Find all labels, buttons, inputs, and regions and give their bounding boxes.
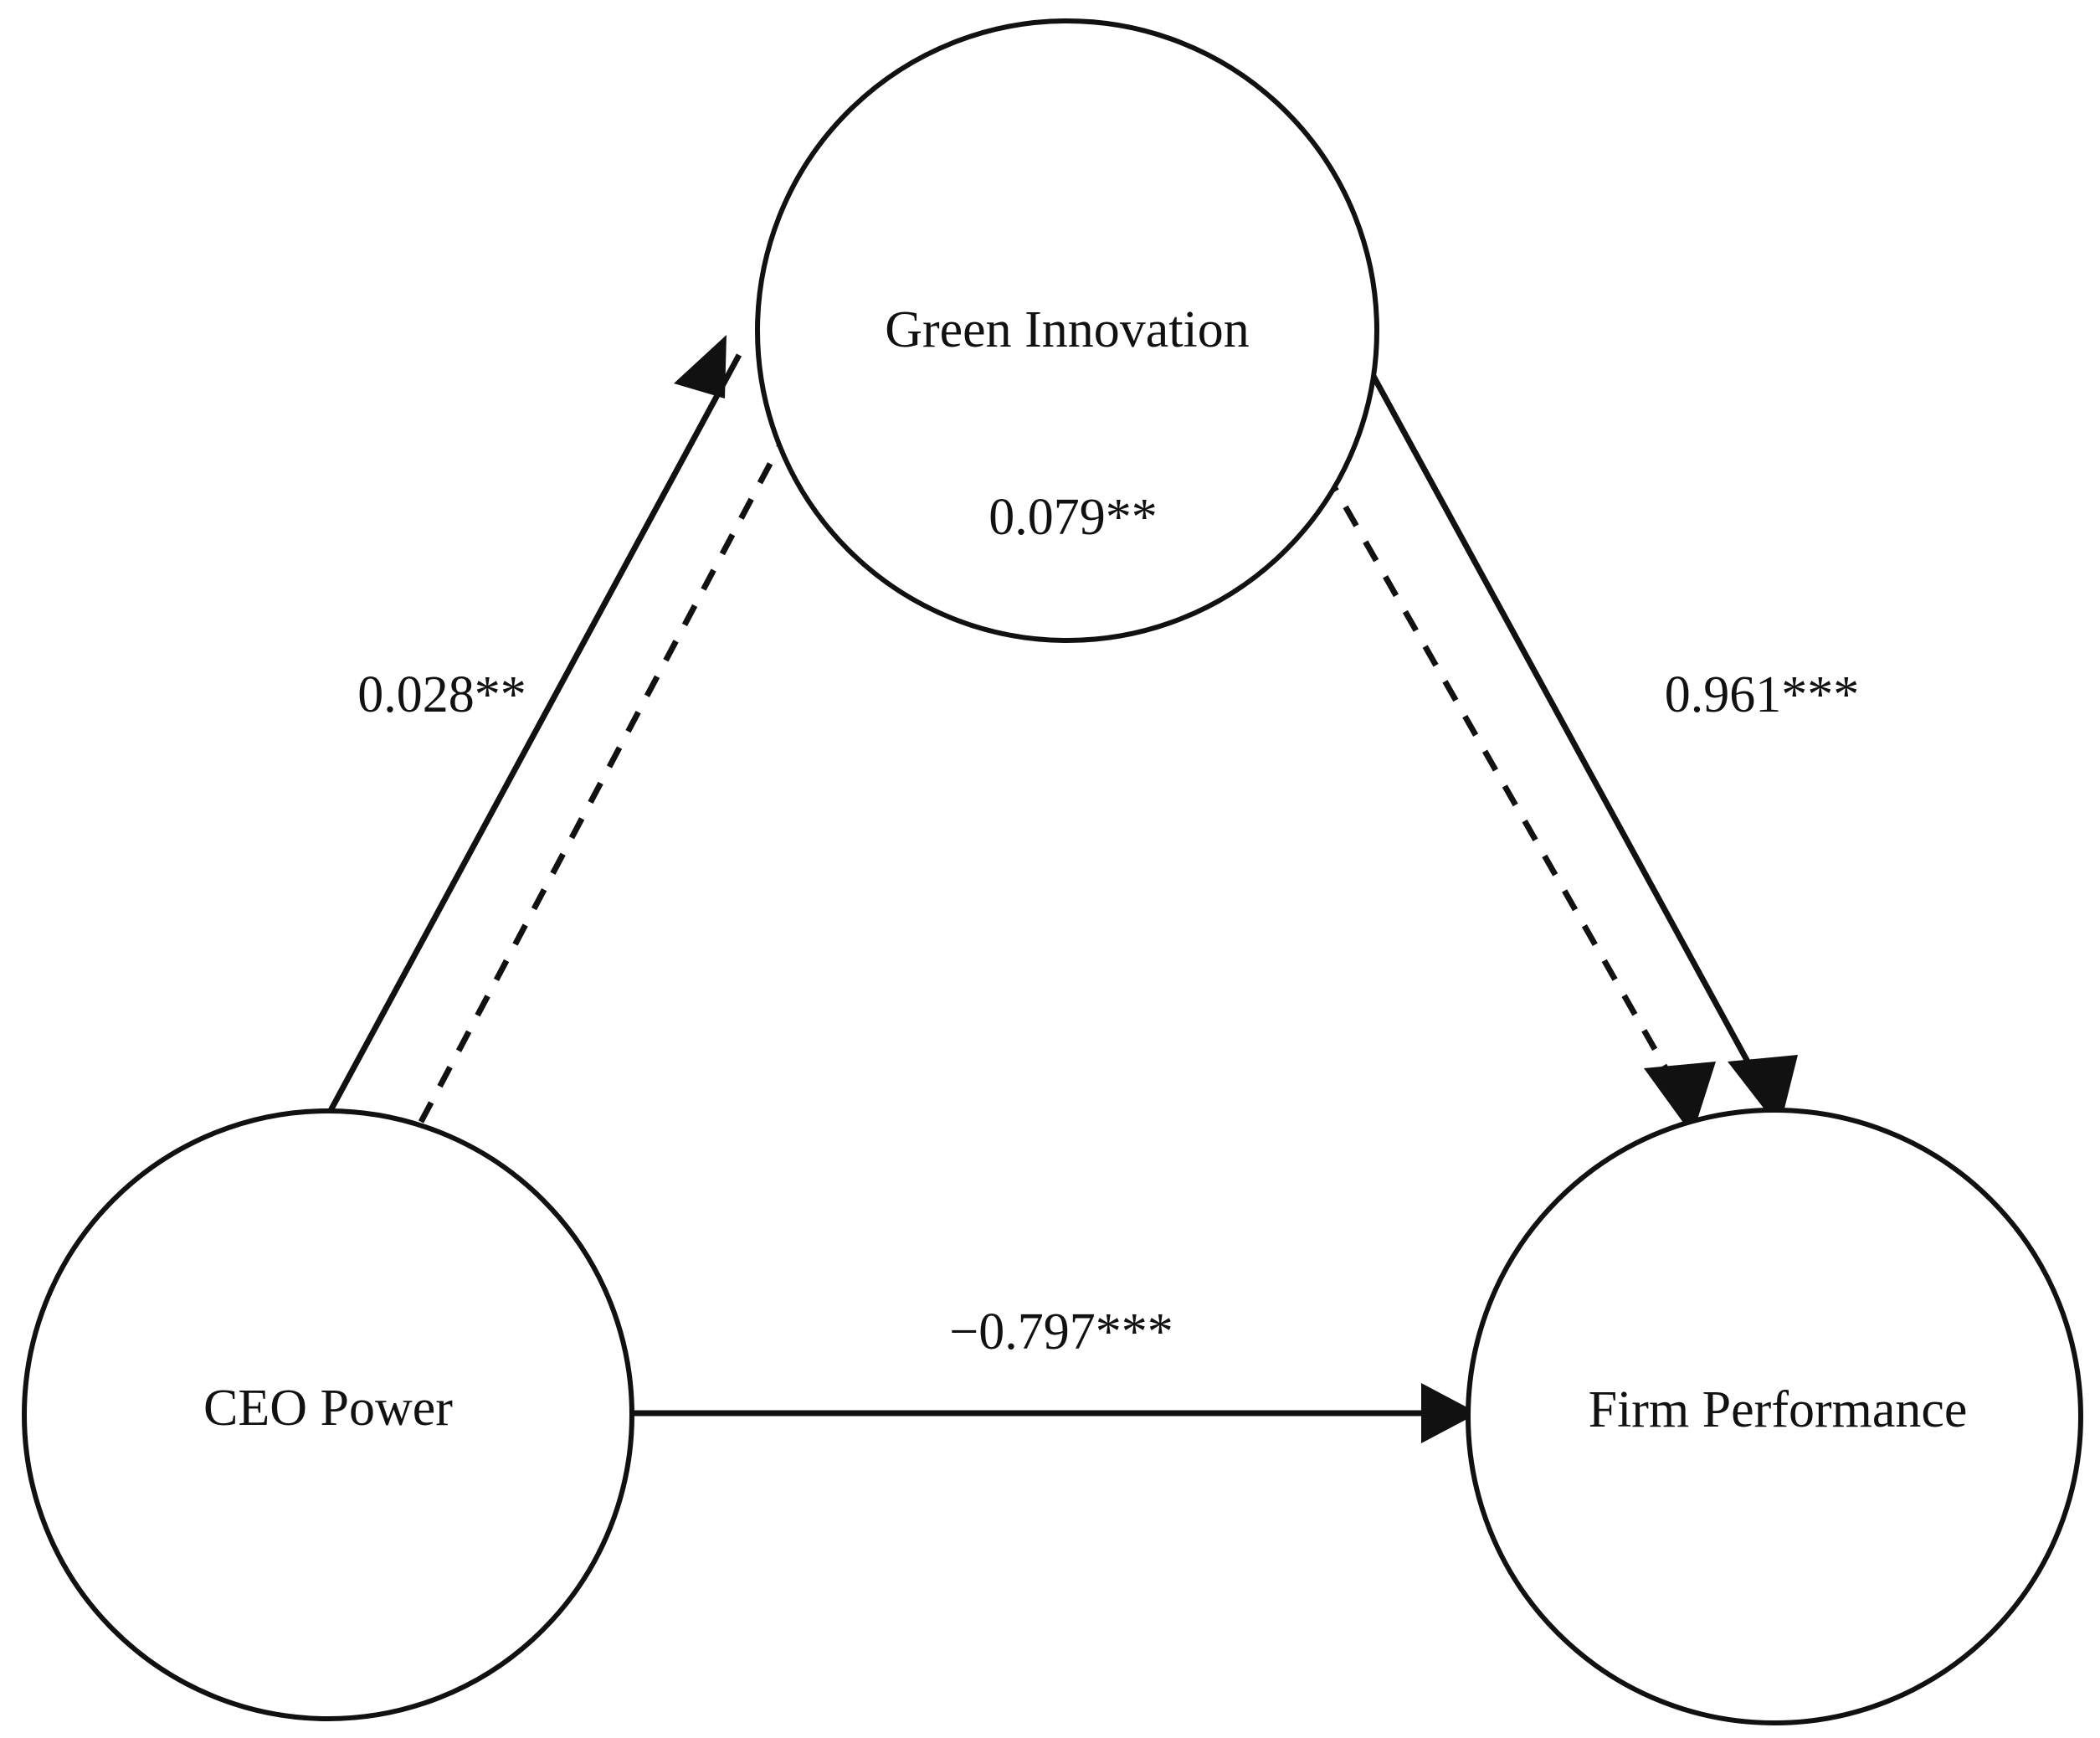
solid-line-ceo-to-green	[325, 353, 742, 1117]
node-green-innovation[interactable]: Green Innovation	[755, 18, 1379, 643]
arrowhead-indirect-to-firm	[1644, 1062, 1716, 1135]
firm-performance-label: Firm Performance	[1589, 1381, 1968, 1438]
edge-ceo-to-firm-direct[interactable]	[632, 1383, 1478, 1443]
coefficient-ceo-to-firm-direct: −0.797***	[949, 1304, 1173, 1360]
ceo-power-circle	[22, 1108, 634, 1721]
arrowhead-ceo-to-firm	[1421, 1383, 1478, 1443]
coefficient-ceo-to-green: 0.028**	[357, 666, 526, 723]
dashed-segment-chord-to-firm	[1302, 435, 1689, 1105]
green-innovation-circle	[755, 18, 1379, 643]
node-firm-performance[interactable]: Firm Performance	[1466, 1108, 2083, 1725]
node-ceo-power[interactable]: CEO Power	[22, 1108, 634, 1721]
edge-green-to-firm[interactable]	[1342, 322, 1798, 1129]
firm-performance-circle	[1466, 1108, 2083, 1725]
arrowhead-ceo-to-green	[674, 335, 727, 399]
coefficient-green-to-firm: 0.961***	[1665, 666, 1860, 723]
coefficient-indirect-mediation: 0.079**	[988, 489, 1158, 546]
ceo-power-label: CEO Power	[203, 1380, 453, 1437]
dashed-segment-ceo-to-chord	[418, 435, 788, 1124]
solid-line-green-to-firm	[1342, 322, 1771, 1100]
green-innovation-label: Green Innovation	[885, 301, 1250, 358]
edge-ceo-to-green[interactable]	[325, 335, 742, 1117]
